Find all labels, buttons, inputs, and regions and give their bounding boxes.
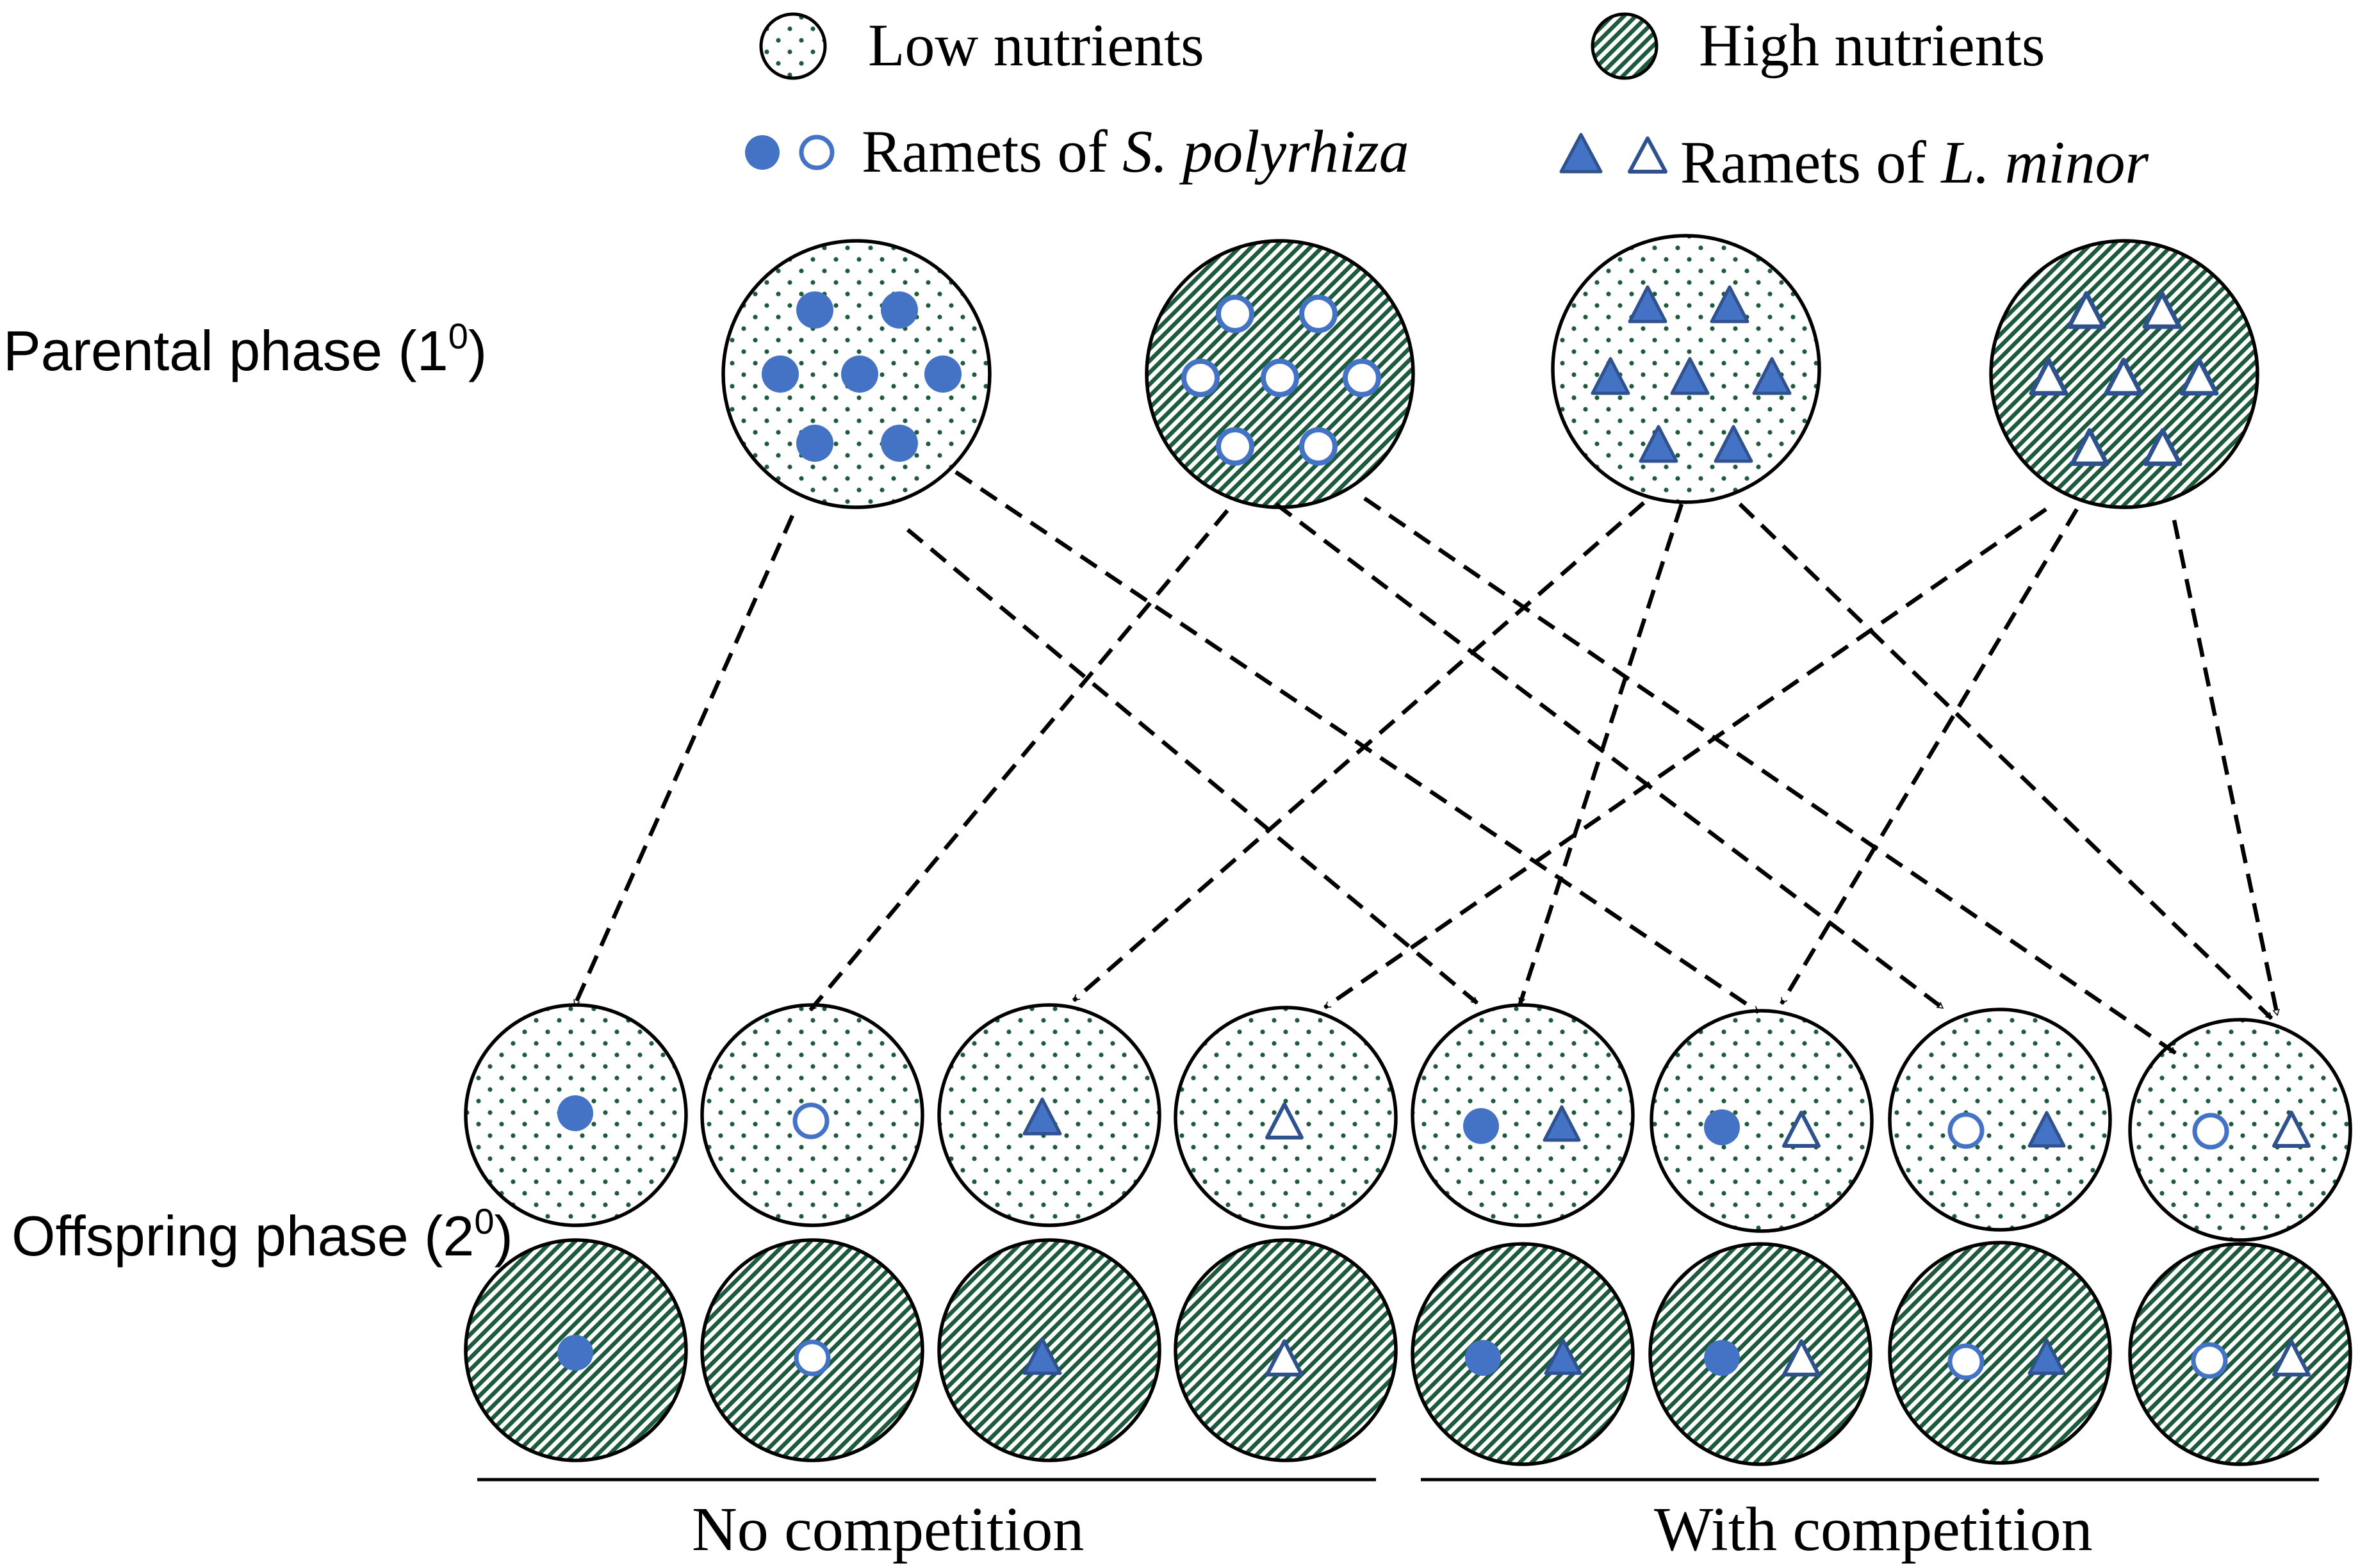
filled-circle-icon bbox=[745, 135, 780, 170]
parental-phase-label: Parental phase (10) bbox=[3, 316, 487, 382]
legend: Low nutrients High nutrients Ramets of S… bbox=[745, 12, 2149, 196]
lemna-ramet bbox=[2272, 1339, 2311, 1376]
spirodela-ramet bbox=[794, 1339, 831, 1376]
lemna-species-name: L. minor bbox=[1940, 129, 2149, 196]
open-triangle-icon bbox=[1628, 136, 1667, 174]
offspring-dish-lemna-low-origin bbox=[937, 1238, 1161, 1462]
parental-dishes bbox=[721, 234, 2259, 509]
offspring-phase-superscript: 0 bbox=[474, 1201, 494, 1241]
lemna-ramet bbox=[1022, 1097, 1062, 1136]
offspring-dish-spirodela-low-lemna-low bbox=[1411, 1242, 1635, 1466]
dashed-arrow bbox=[906, 528, 1479, 1005]
spirodela-ramet bbox=[1463, 1108, 1499, 1144]
spirodela-ramet bbox=[1947, 1343, 1985, 1380]
offspring-dish-spirodela-high-origin bbox=[700, 1003, 924, 1227]
parental-dish-lemna-high bbox=[1989, 239, 2259, 509]
offspring-phase-text: Offspring phase (2 bbox=[12, 1204, 474, 1268]
lemna-ramet bbox=[1782, 1339, 1821, 1376]
offspring-phase-close: ) bbox=[495, 1204, 513, 1268]
spirodela-ramet bbox=[792, 1102, 830, 1139]
spirodela-ramet bbox=[2191, 1342, 2228, 1379]
no-competition-label: No competition bbox=[692, 1495, 1084, 1564]
lemna-ramet-group bbox=[2029, 291, 2219, 466]
offspring-dish-spirodela-high-lemna-low bbox=[1888, 1241, 2112, 1465]
lemna-ramet bbox=[2027, 1111, 2066, 1148]
spirodela-ramet bbox=[557, 1335, 593, 1371]
open-circle-icon bbox=[799, 135, 835, 170]
spirodela-legend-prefix: Ramets of bbox=[862, 118, 1122, 185]
dashed-arrow bbox=[1275, 502, 1944, 1010]
spirodela-ramet bbox=[557, 1095, 593, 1131]
lemna-ramet bbox=[1265, 1102, 1304, 1139]
dashed-arrow bbox=[1780, 508, 2079, 1005]
spirodela-ramet bbox=[1465, 1340, 1501, 1376]
spirodela-species-name: S. polyrhiza bbox=[1122, 118, 1409, 185]
dashed-arrow bbox=[1738, 502, 2273, 1020]
offspring-phase-label: Offspring phase (20) bbox=[12, 1201, 513, 1268]
offspring-dish-spirodela-low-origin bbox=[464, 1238, 688, 1462]
dashed-arrow bbox=[954, 470, 1760, 1014]
low-nutrients-legend-swatch bbox=[759, 12, 827, 80]
dashed-arrow bbox=[573, 514, 794, 1007]
spirodela-ramet bbox=[1947, 1112, 1985, 1149]
offspring-dish-spirodela-high-lemna-high bbox=[2128, 1242, 2352, 1466]
parental-dish-spirodela-low bbox=[721, 239, 992, 509]
lemna-ramet bbox=[1022, 1337, 1062, 1375]
lemna-ramet-group bbox=[1591, 285, 1792, 463]
dashed-arrow bbox=[1363, 496, 2177, 1055]
high-nutrients-legend-swatch bbox=[1591, 12, 1659, 80]
parental-phase-close: ) bbox=[468, 319, 487, 382]
dashed-arrow bbox=[1518, 503, 1684, 1005]
parental-dish-spirodela-high bbox=[1145, 239, 1415, 509]
offspring-dish-spirodela-low-origin bbox=[464, 1003, 688, 1227]
dashed-arrow bbox=[1072, 501, 1646, 1002]
lemna-ramet bbox=[1543, 1105, 1581, 1142]
spirodela-legend-label: Ramets of S. polyrhiza bbox=[862, 118, 1409, 185]
spirodela-ramet bbox=[1704, 1109, 1740, 1145]
spirodela-ramet bbox=[1704, 1340, 1740, 1376]
offspring-dish-spirodela-high-lemna-low bbox=[1888, 1008, 2112, 1232]
transfer-arrows bbox=[573, 470, 2280, 1055]
lemna-ramet bbox=[1782, 1111, 1821, 1148]
dashed-arrow bbox=[808, 509, 1229, 1012]
spirodela-ramet bbox=[2192, 1113, 2229, 1150]
offspring-dish-spirodela-high-origin bbox=[700, 1238, 924, 1462]
high-nutrients-legend-label: High nutrients bbox=[1699, 12, 2045, 79]
offspring-dish-lemna-high-origin bbox=[1174, 1238, 1398, 1462]
lemna-legend-label: Ramets of L. minor bbox=[1680, 129, 2149, 196]
offspring-dish-lemna-high-origin bbox=[1174, 1006, 1398, 1230]
parental-dish-lemna-low bbox=[1551, 234, 1821, 504]
offspring-dish-lemna-low-origin bbox=[937, 1003, 1161, 1227]
lemna-ramet bbox=[2027, 1338, 2066, 1375]
lemna-legend-prefix: Ramets of bbox=[1680, 129, 1941, 196]
offspring-low-nutrient-row bbox=[464, 1003, 2352, 1242]
offspring-dish-spirodela-low-lemna-high bbox=[1648, 1242, 1872, 1466]
lemna-ramet bbox=[1265, 1339, 1304, 1376]
offspring-dish-spirodela-high-lemna-high bbox=[2128, 1018, 2352, 1242]
spirodela-ramet-group bbox=[1181, 295, 1381, 466]
dashed-arrow bbox=[1323, 507, 2047, 1009]
offspring-high-nutrient-row bbox=[464, 1238, 2352, 1466]
with-competition-label: With competition bbox=[1654, 1495, 2093, 1564]
lemna-ramet bbox=[1544, 1338, 1582, 1375]
offspring-dish-spirodela-low-lemna-low bbox=[1411, 1003, 1635, 1227]
offspring-dish-spirodela-low-lemna-high bbox=[1650, 1009, 1874, 1233]
spirodela-ramet-group bbox=[762, 291, 962, 462]
dashed-arrow bbox=[2172, 519, 2280, 1017]
filled-triangle-icon bbox=[1559, 133, 1603, 174]
low-nutrients-legend-label: Low nutrients bbox=[868, 12, 1204, 79]
parental-phase-text: Parental phase (1 bbox=[3, 319, 448, 382]
lemna-ramet bbox=[2272, 1111, 2311, 1148]
parental-phase-superscript: 0 bbox=[448, 316, 468, 356]
